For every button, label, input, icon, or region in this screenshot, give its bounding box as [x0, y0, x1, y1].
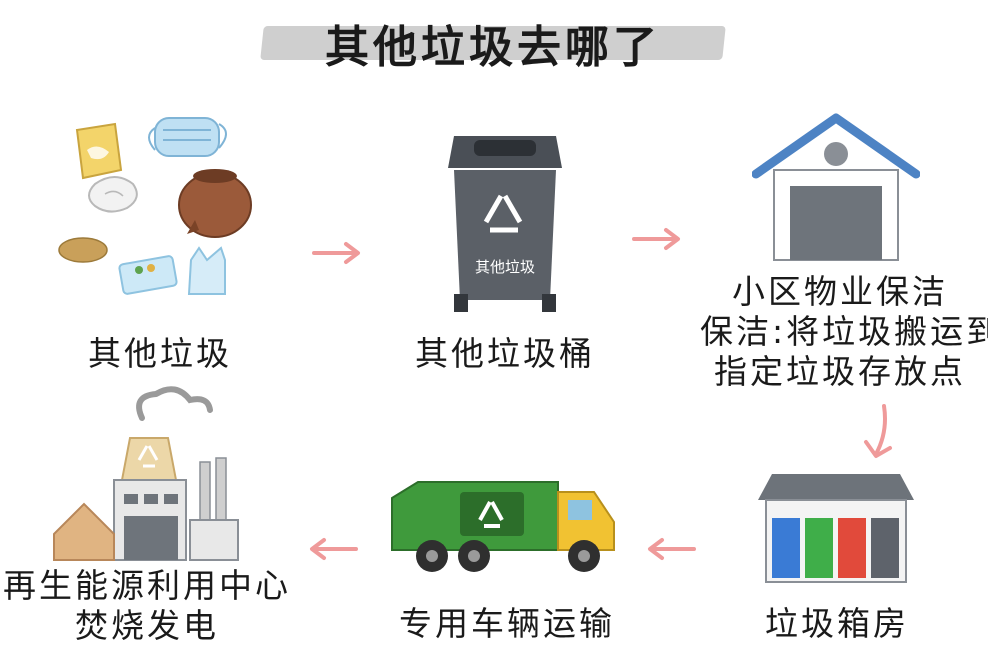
dust-pile-icon [58, 237, 108, 263]
gray-bin-door [871, 518, 899, 578]
cleaning-line-2: 保洁:将垃圾搬运到 [700, 312, 988, 351]
bin-label: 其他垃圾 [475, 258, 535, 276]
power-plant-illustration [53, 386, 239, 561]
step-label-trash: 其他垃圾 [88, 334, 232, 373]
plastic-bag-icon [187, 246, 226, 295]
recycle-icon [483, 194, 523, 233]
tissue-icon [88, 176, 138, 213]
food-box-icon [118, 255, 178, 295]
face-mask-icon [148, 117, 227, 157]
recycle-icon [478, 501, 504, 528]
step-label-energy-center: 再生能源利用中心 焚烧发电 [2, 566, 292, 646]
green-bin-door [805, 518, 833, 578]
cleaning-line-1: 小区物业保洁 [732, 272, 948, 311]
step-label-kiosk: 垃圾箱房 [765, 604, 909, 643]
blue-bin-door [772, 518, 800, 578]
step-label-transport: 专用车辆运输 [399, 604, 615, 643]
title-banner: 其他垃圾去哪了 [260, 14, 726, 73]
storage-house-illustration [752, 113, 920, 261]
garbage-truck-illustration [391, 481, 615, 572]
energy-line-2: 焚烧发电 [75, 606, 219, 645]
arrow-left-icon [310, 538, 358, 560]
step-label-cleaning: 小区物业保洁 保洁:将垃圾搬运到 指定垃圾存放点 [700, 272, 988, 392]
recycle-icon [137, 445, 159, 468]
red-bin-door [838, 518, 866, 578]
arrow-right-icon [312, 242, 360, 264]
arrow-right-icon [632, 228, 680, 250]
page-title: 其他垃圾去哪了 [325, 22, 661, 73]
arrow-down-icon [864, 404, 892, 458]
step-label-bin: 其他垃圾桶 [415, 334, 595, 373]
arrow-left-icon [648, 538, 696, 560]
garbage-kiosk-illustration [758, 474, 914, 583]
paper-bag-icon [75, 122, 123, 180]
trash-items-illustration [58, 117, 252, 295]
gray-bin-illustration: 其他垃圾 [448, 136, 562, 312]
energy-line-1: 再生能源利用中心 [3, 566, 291, 605]
broken-pot-icon [178, 169, 252, 238]
cleaning-line-3: 指定垃圾存放点 [714, 352, 966, 391]
